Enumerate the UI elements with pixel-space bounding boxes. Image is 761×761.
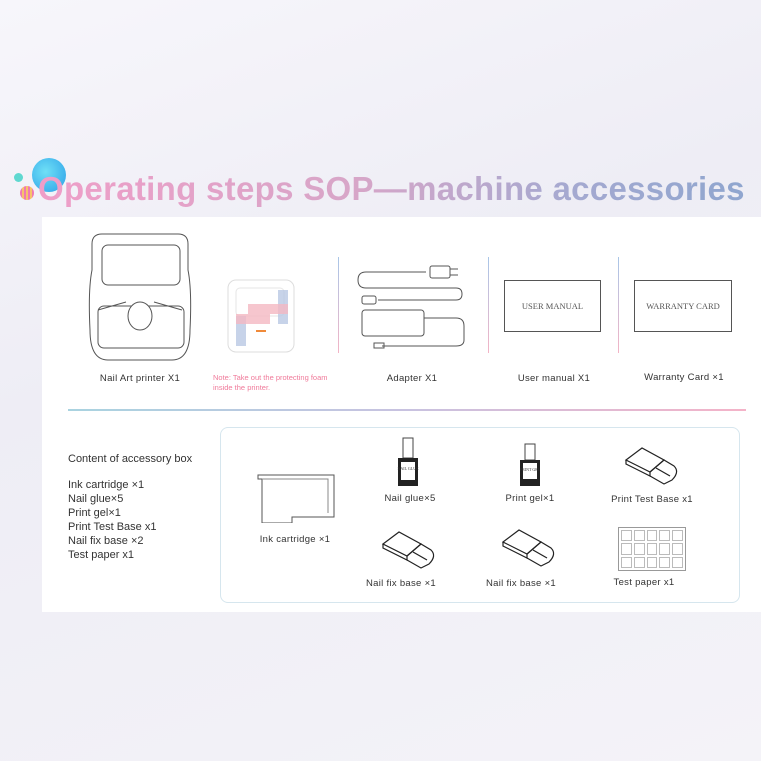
label-warranty-card: Warranty Card ×1 [644,372,724,383]
accessory-heading: Content of accessory box [68,453,193,465]
warranty-card-icon: WARRANTY CARD [634,280,732,332]
list-item: Nail fix base ×2 [68,535,144,547]
label-adapter: Adapter X1 [386,373,438,384]
divider [618,257,619,353]
section-divider [68,409,746,411]
nail-fix-base-icon [381,531,435,569]
nail-fix-base-icon [501,529,555,567]
print-test-base-icon [624,447,678,485]
label-nail-fix-base: Nail fix base ×1 [365,578,436,589]
protective-foam-icon [227,279,295,353]
divider [338,257,339,353]
list-item: Nail glue×5 [68,493,124,505]
page-title: Operating steps SOP—machine accessories [38,170,745,207]
list-item: Test paper x1 [68,549,135,561]
label-print-test-base: Print Test Base x1 [611,494,693,505]
label-test-paper: Test paper x1 [613,577,675,588]
list-item: Print gel×1 [68,507,121,519]
list-item: Ink cartridge ×1 [68,479,145,491]
nail-glue-bottle-icon: NAIL GLUE [397,437,419,486]
label-print-gel: Print gel×1 [505,493,555,504]
label-nail-art-printer: Nail Art printer X1 [99,373,181,384]
nail-glue-bottle-text: NAIL GLUE [397,466,419,471]
test-paper-icon [618,527,686,571]
logo-dots-icon [12,156,72,206]
warranty-card-text: WARRANTY CARD [646,301,720,311]
user-manual-card-text: USER MANUAL [521,301,584,311]
label-ink-cartridge: Ink cartridge ×1 [259,534,331,545]
accessory-box [220,427,740,603]
print-gel-bottle-icon: PRINT GEL [520,443,541,486]
accessory-list: Content of accessory box Ink cartridge ×… [68,452,192,562]
adapter-icon [357,265,465,349]
nail-art-printer-icon [88,233,192,361]
print-gel-bottle-text: PRINT GEL [520,467,541,472]
user-manual-icon: USER MANUAL [504,280,601,332]
ink-cartridge-icon [257,474,335,523]
label-user-manual: User manual X1 [517,373,591,384]
list-item: Print Test Base x1 [68,521,157,533]
label-nail-glue: Nail glue×5 [384,493,436,504]
foam-note: Note: Take out the protecting foam insid… [213,373,328,392]
divider [488,257,489,353]
label-nail-fix-base: Nail fix base ×1 [485,578,556,589]
